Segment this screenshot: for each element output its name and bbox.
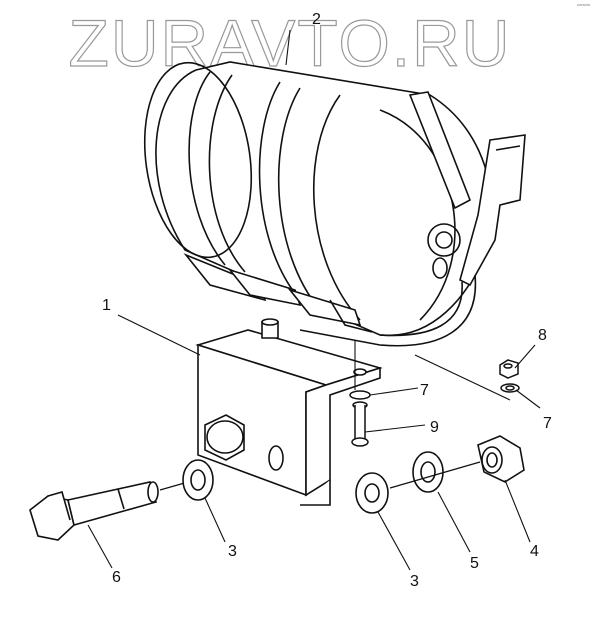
callout-7a: 7 [420, 382, 429, 399]
callout-5: 5 [470, 555, 479, 572]
callout-9: 9 [430, 419, 439, 436]
callout-8: 8 [538, 327, 547, 344]
callout-4: 6 [112, 569, 121, 586]
callout-3b: 3 [410, 573, 419, 590]
callout-7b: 7 [543, 415, 552, 432]
nut [477, 435, 525, 483]
callout-1: 1 [102, 297, 111, 314]
callout-2: 2 [312, 11, 321, 28]
screw [349, 390, 371, 447]
bolt [29, 479, 196, 541]
callouts [87, 29, 541, 571]
watermark: ZURAVTO.RU zuravto [68, 2, 591, 81]
lock-washer [500, 383, 520, 393]
washer [182, 459, 389, 514]
callout-3a: 3 [228, 543, 237, 560]
watermark-tiny-mark: zuravto [577, 2, 591, 7]
small-nut [499, 359, 519, 379]
watermark-text: ZURAVTO.RU [69, 6, 512, 80]
callout-6: 4 [530, 543, 539, 560]
fire-extinguisher [143, 61, 526, 347]
assembly-guide-line [414, 354, 511, 401]
bracket [195, 318, 383, 506]
spring-washer [412, 451, 444, 493]
bolt-axis-line [389, 461, 481, 489]
